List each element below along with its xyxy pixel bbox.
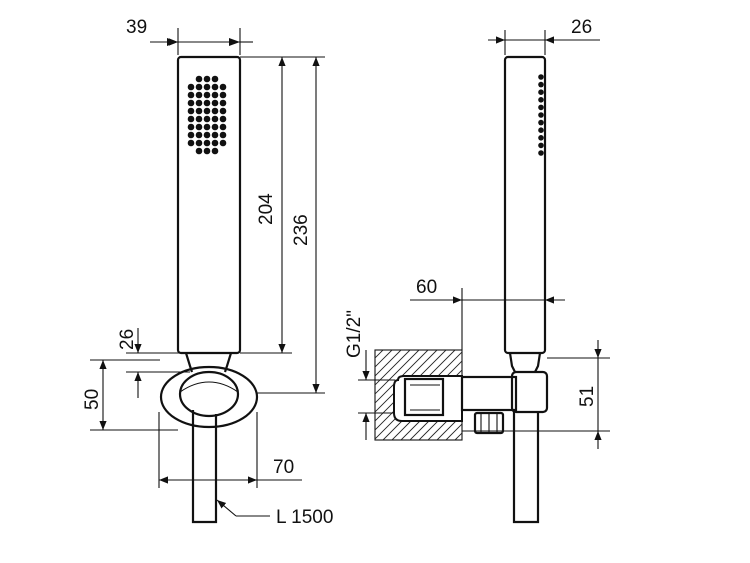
side-nozzles: [538, 74, 544, 156]
side-nozzle: [538, 104, 544, 111]
spray-nozzle: [195, 123, 203, 131]
spray-nozzle: [195, 99, 203, 107]
spray-nozzle: [219, 139, 227, 147]
spray-nozzle: [219, 83, 227, 91]
spray-nozzle: [203, 75, 211, 83]
spray-nozzle: [219, 99, 227, 107]
spray-nozzle: [187, 91, 195, 99]
dim-depth-label: 26: [571, 17, 592, 38]
side-nozzle: [538, 81, 544, 88]
side-nozzle: [538, 97, 544, 103]
spray-nozzle: [219, 91, 227, 99]
hand-shower-body: [176, 55, 242, 355]
spray-nozzle: [211, 123, 219, 131]
side-nozzle: [538, 89, 544, 95]
dim-connection-label: G1/2": [344, 310, 365, 358]
side-nozzle: [538, 112, 544, 118]
spray-nozzle-grid: [187, 75, 227, 155]
spray-nozzle: [211, 83, 219, 91]
spray-nozzle: [219, 131, 227, 139]
spray-nozzle: [195, 139, 203, 147]
side-arm: [460, 375, 518, 412]
spray-nozzle: [211, 107, 219, 115]
spray-nozzle: [203, 83, 211, 91]
dim-head-length-label: 204: [256, 193, 277, 225]
spray-nozzle: [195, 147, 203, 155]
spray-nozzle: [203, 131, 211, 139]
side-nozzle: [538, 142, 544, 149]
dim-plate-height-label: 50: [82, 389, 103, 410]
spray-nozzle: [211, 91, 219, 99]
dim-outlet-height-label: 51: [577, 386, 598, 407]
spray-nozzle: [195, 83, 203, 91]
spray-nozzle: [187, 115, 195, 123]
spray-nozzle: [211, 99, 219, 107]
spray-nozzle: [187, 83, 195, 91]
spray-nozzle: [219, 107, 227, 115]
spray-nozzle: [195, 131, 203, 139]
dim-plate-width-label: 70: [273, 457, 294, 478]
front-view: 39 204 236 26 50 70 L 1500: [82, 17, 333, 528]
spray-nozzle: [203, 123, 211, 131]
spray-nozzle: [211, 139, 219, 147]
spray-nozzle: [203, 139, 211, 147]
side-nozzle: [538, 135, 544, 141]
spray-nozzle: [195, 115, 203, 123]
spray-nozzle: [203, 99, 211, 107]
spray-nozzle: [219, 115, 227, 123]
spray-nozzle: [203, 107, 211, 115]
wall-plate: [159, 365, 259, 429]
hand-shower-side: [503, 55, 547, 355]
spray-nozzle: [219, 123, 227, 131]
spray-nozzle: [187, 99, 195, 107]
hose: [191, 410, 218, 524]
spray-nozzle: [195, 75, 203, 83]
spray-nozzle: [211, 75, 219, 83]
spray-nozzle: [195, 107, 203, 115]
side-hose: [512, 412, 540, 524]
holder-ring: [178, 370, 240, 418]
side-nozzle: [538, 150, 544, 156]
spray-nozzle: [187, 107, 195, 115]
spray-nozzle: [203, 115, 211, 123]
spray-nozzle: [203, 147, 211, 155]
spray-nozzle: [195, 91, 203, 99]
dim-projection-label: 60: [416, 277, 437, 298]
spray-nozzle: [187, 123, 195, 131]
dim-bracket-height-label: 26: [117, 329, 138, 350]
hose-length-label: L 1500: [276, 507, 333, 528]
dim-width-label: 39: [126, 17, 147, 38]
side-nozzle: [538, 119, 544, 126]
dim-total-length-label: 236: [291, 214, 312, 246]
spray-nozzle: [211, 131, 219, 139]
spray-nozzle: [211, 147, 219, 155]
spray-nozzle: [211, 115, 219, 123]
side-nozzle: [538, 74, 544, 80]
side-view: 26 60 G1/2" 51: [344, 17, 610, 524]
spray-nozzle: [203, 91, 211, 99]
side-holder: [510, 370, 549, 414]
spray-nozzle: [187, 131, 195, 139]
spray-nozzle: [187, 139, 195, 147]
side-nozzle: [538, 127, 544, 133]
